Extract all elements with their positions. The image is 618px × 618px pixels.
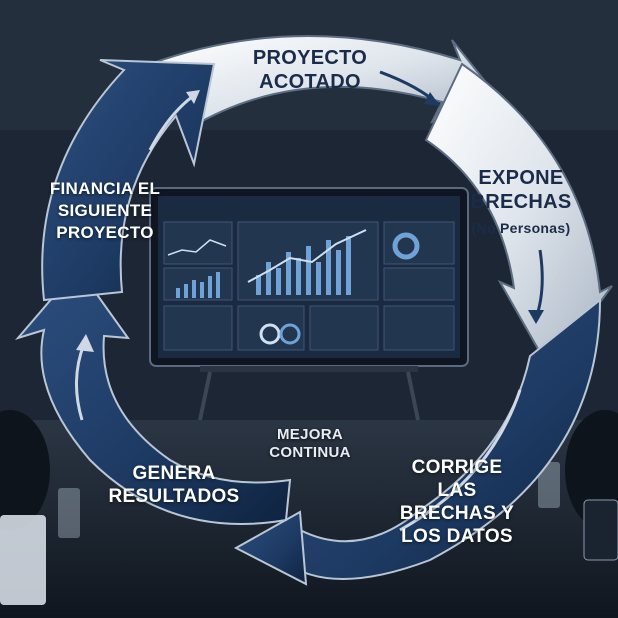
label-expone-brechas: EXPONE BRECHAS (No Personas)	[456, 166, 586, 240]
arrow-genera-resultados	[14, 266, 292, 525]
water-glass-right	[538, 462, 560, 508]
label-proyecto-acotado: PROYECTO ACOTADO	[252, 47, 368, 93]
label-financia: FINANCIA EL SIGUIENTE PROYECTO	[49, 179, 161, 242]
tablet-left	[0, 515, 46, 605]
tablet-right	[583, 499, 618, 561]
arrow-financia	[41, 59, 216, 302]
expone-brechas-sublabel: (No Personas)	[471, 220, 571, 236]
inner-arrow-bottom-right	[399, 389, 522, 532]
person-left	[0, 410, 50, 530]
inner-arrow-left	[74, 343, 86, 421]
label-genera-resultados: GENERA RESULTADOS	[108, 463, 240, 507]
label-corrige-brechas: CORRIGE LAS BRECHAS Y LOS DATOS	[399, 457, 515, 547]
expone-brechas-title: EXPONE BRECHAS	[470, 167, 572, 213]
label-mejora-continua: MEJORA CONTINUA	[269, 426, 351, 461]
water-glass-left	[58, 488, 80, 538]
arrow-expone-brechas	[424, 62, 613, 372]
